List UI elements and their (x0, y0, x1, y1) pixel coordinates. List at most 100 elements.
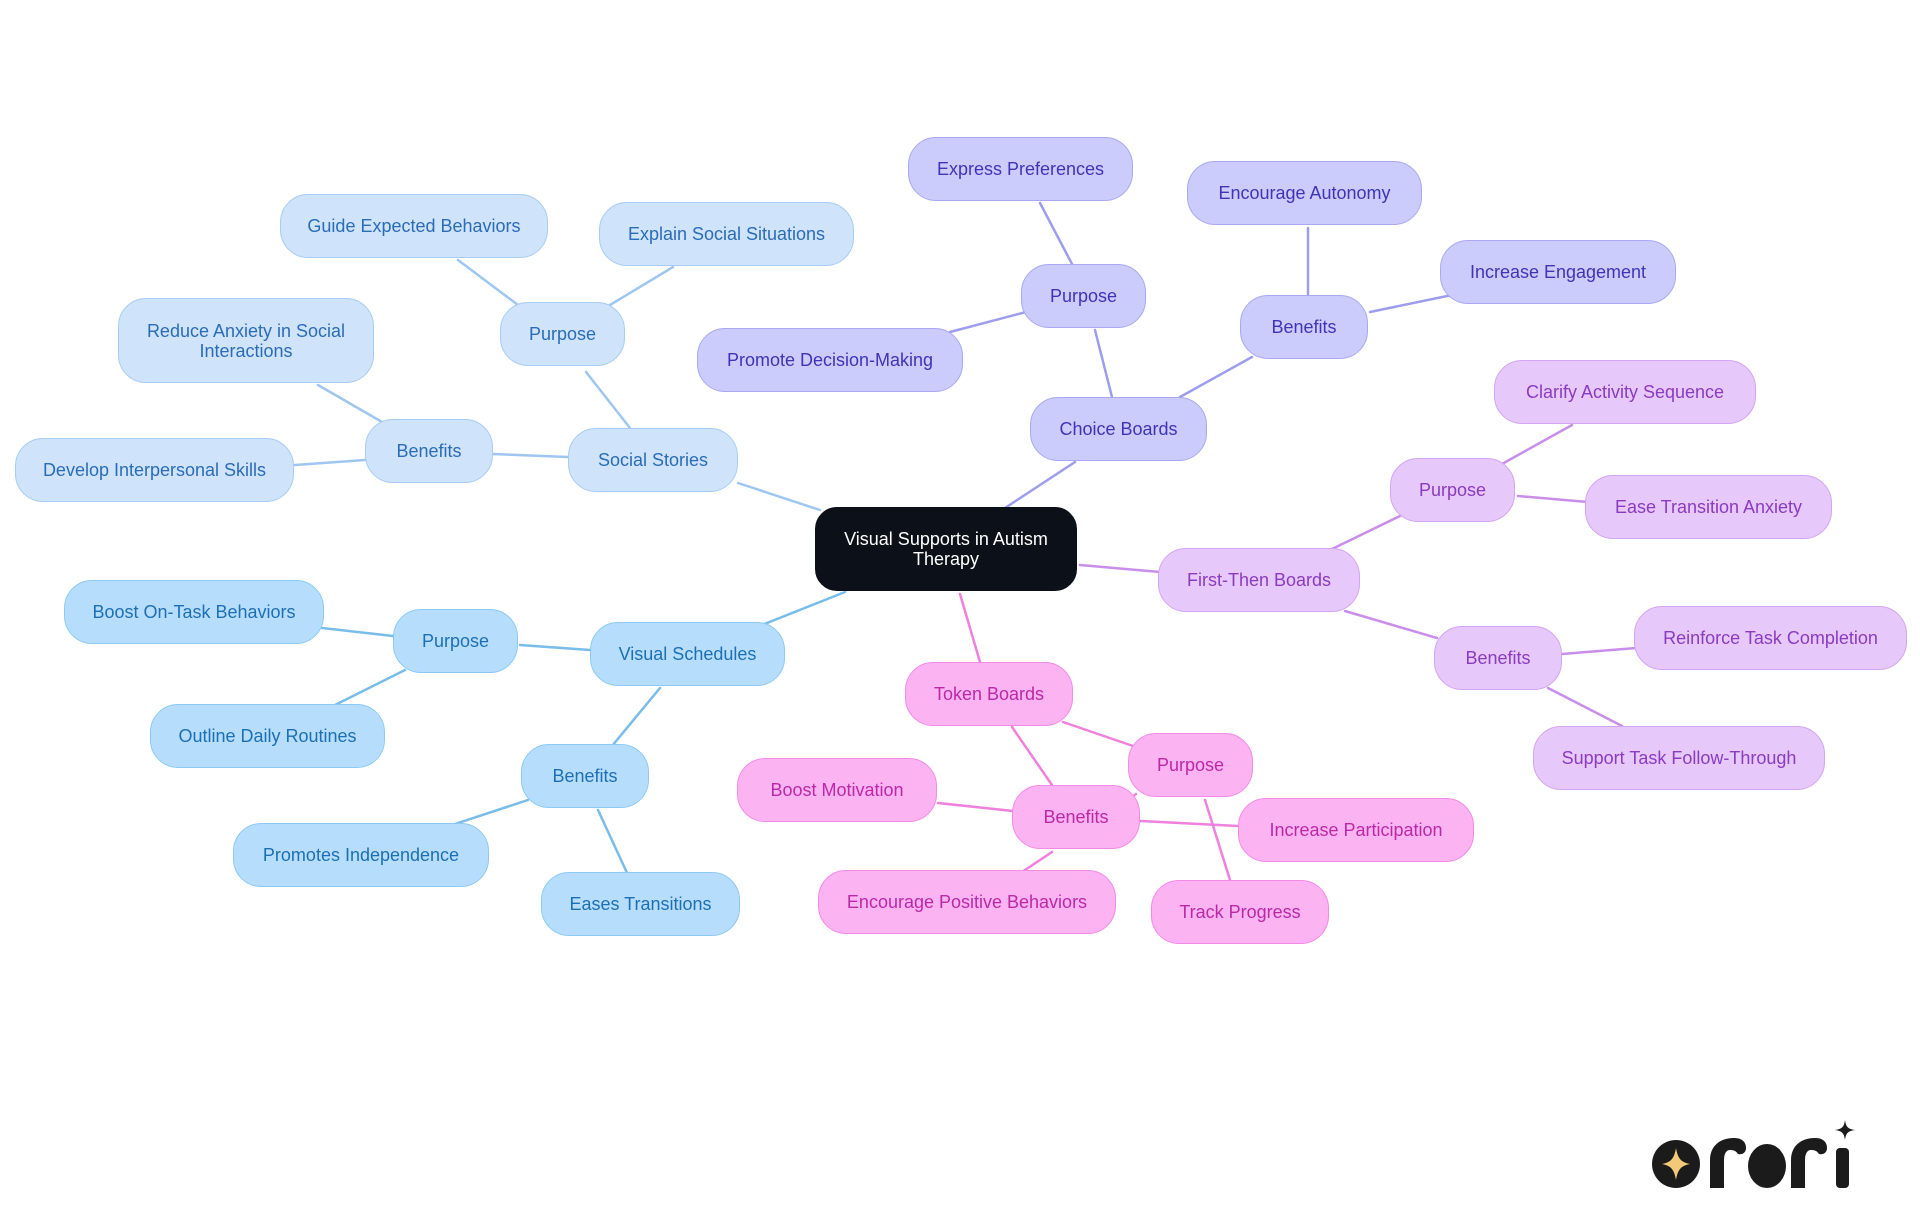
edge-root-token-boards (958, 592, 982, 664)
item-label: Explain Social Situations (627, 224, 826, 244)
choice-boards-benefits-node: Benefits (1240, 295, 1368, 359)
edge-root-social-stories (736, 481, 822, 512)
visual-schedules-benefits-node: Benefits (521, 744, 649, 808)
branch-social-stories: Social Stories (568, 428, 738, 492)
choice-boards-benefits-item: Increase Engagement (1440, 240, 1676, 304)
branch-label: First-Then Boards (1186, 570, 1332, 590)
branch-label: Social Stories (597, 450, 709, 470)
token-boards-purpose-item: Increase Participation (1238, 798, 1474, 862)
first-then-benefits-item: Reinforce Task Completion (1634, 606, 1907, 670)
token-boards-purpose-item: Track Progress (1151, 880, 1329, 944)
social-stories-purpose-item: Guide Expected Behaviors (280, 194, 548, 258)
benefits-label: Benefits (1271, 317, 1337, 337)
benefits-label: Benefits (396, 441, 462, 461)
visual-schedules-benefits-item: Promotes Independence (233, 823, 489, 887)
edge-choice-boards-benefits (1178, 355, 1254, 399)
token-boards-benefits-item: Boost Motivation (737, 758, 937, 822)
branch-label: Visual Schedules (618, 644, 757, 664)
edge-first-benefits-reinforce (1560, 646, 1638, 656)
edge-choice-boards-purpose (1093, 328, 1114, 399)
item-label: Encourage Autonomy (1218, 183, 1391, 203)
benefits-label: Benefits (552, 766, 618, 786)
edge-token-benefits-participation (1138, 819, 1240, 828)
purpose-label: Purpose (528, 324, 597, 344)
branch-token-boards: Token Boards (905, 662, 1073, 726)
item-label: Guide Expected Behaviors (307, 216, 521, 236)
item-label: Boost On-Task Behaviors (92, 602, 296, 622)
edge-token-boards-benefits (1010, 725, 1054, 787)
item-label: Reinforce Task Completion (1663, 628, 1878, 648)
purpose-label: Purpose (1049, 286, 1118, 306)
sparkle-icon (1652, 1140, 1700, 1188)
central-node: Visual Supports in Autism Therapy (815, 507, 1077, 591)
edge-choice-purpose-decision (948, 310, 1028, 334)
item-label: Promotes Independence (262, 845, 460, 865)
benefits-label: Benefits (1043, 807, 1109, 827)
item-label: Reduce Anxiety in Social Interactions (146, 320, 346, 361)
edge-social-stories-purpose (584, 370, 632, 430)
item-label: Clarify Activity Sequence (1525, 382, 1725, 402)
rori-logo (1652, 1120, 1855, 1188)
item-label: Eases Transitions (569, 894, 712, 914)
edge-root-first-then (1078, 563, 1162, 574)
edge-visual-purpose-boost (320, 626, 395, 638)
social-stories-benefits-item: Develop Interpersonal Skills (15, 438, 294, 502)
edge-token-purpose-progress (1203, 798, 1232, 882)
first-then-benefits-node: Benefits (1434, 626, 1562, 690)
item-label: Track Progress (1179, 902, 1301, 922)
branch-choice-boards: Choice Boards (1030, 397, 1207, 461)
benefits-label: Benefits (1465, 648, 1531, 668)
edge-token-benefits-motivation (936, 801, 1015, 813)
edge-root-choice-boards (1003, 460, 1077, 510)
purpose-label: Purpose (1156, 755, 1225, 775)
edge-visual-benefits-eases (596, 808, 630, 877)
item-label: Ease Transition Anxiety (1614, 497, 1803, 517)
choice-boards-benefits-item: Encourage Autonomy (1187, 161, 1422, 225)
item-label: Increase Participation (1269, 820, 1443, 840)
edge-root-visual-schedules (760, 590, 847, 627)
edge-first-purpose-ease (1516, 494, 1590, 504)
first-then-purpose-item: Clarify Activity Sequence (1494, 360, 1756, 424)
item-label: Express Preferences (936, 159, 1105, 179)
edge-social-purpose-explain (603, 265, 675, 310)
social-stories-purpose-item: Explain Social Situations (599, 202, 854, 266)
edge-first-benefits-support (1546, 686, 1624, 728)
edge-visual-schedules-purpose (518, 643, 592, 652)
edge-social-stories-benefits (491, 452, 570, 459)
branch-label: Choice Boards (1059, 419, 1178, 439)
social-stories-purpose-node: Purpose (500, 302, 625, 366)
social-stories-benefits-node: Benefits (365, 419, 493, 483)
first-then-benefits-item: Support Task Follow-Through (1533, 726, 1825, 790)
token-boards-benefits-item: Encourage Positive Behaviors (818, 870, 1116, 934)
choice-boards-purpose-node: Purpose (1021, 264, 1146, 328)
item-label: Encourage Positive Behaviors (846, 892, 1088, 912)
edge-social-benefits-reduce (316, 383, 384, 424)
edge-token-benefits-encourage (1020, 850, 1054, 874)
choice-boards-purpose-item: Express Preferences (908, 137, 1133, 201)
purpose-label: Purpose (421, 631, 490, 651)
edge-choice-purpose-express (1038, 201, 1074, 266)
central-node-label: Visual Supports in Autism Therapy (844, 529, 1048, 569)
first-then-purpose-node: Purpose (1390, 458, 1515, 522)
visual-schedules-purpose-node: Purpose (393, 609, 518, 673)
token-boards-purpose-node: Purpose (1128, 733, 1253, 797)
token-boards-benefits-node: Benefits (1012, 785, 1140, 849)
edge-token-boards-purpose (1061, 720, 1135, 748)
edge-first-then-purpose (1328, 513, 1404, 552)
social-stories-benefits-item: Reduce Anxiety in Social Interactions (118, 298, 374, 383)
edge-first-then-benefits (1343, 609, 1439, 640)
visual-schedules-benefits-item: Eases Transitions (541, 872, 740, 936)
edge-visual-purpose-outline (331, 668, 407, 708)
branch-visual-schedules: Visual Schedules (590, 622, 785, 686)
branch-label: Token Boards (933, 684, 1045, 704)
edge-social-purpose-guide (456, 258, 524, 310)
visual-schedules-purpose-item: Outline Daily Routines (150, 704, 385, 768)
edge-choice-benefits-engagement (1368, 293, 1454, 314)
edge-visual-schedules-benefits (610, 686, 662, 748)
item-label: Promote Decision-Making (726, 350, 934, 370)
item-label: Boost Motivation (770, 780, 904, 800)
branch-first-then-boards: First-Then Boards (1158, 548, 1360, 612)
purpose-label: Purpose (1418, 480, 1487, 500)
edge-social-benefits-develop (293, 458, 367, 467)
item-label: Outline Daily Routines (178, 726, 357, 746)
